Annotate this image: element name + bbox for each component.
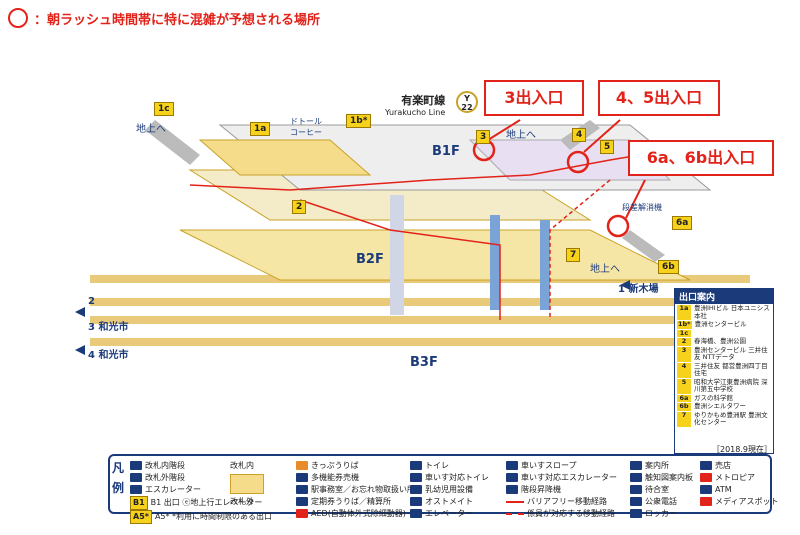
metropia-icon [700,473,712,482]
legend-col-facilities: きっぷうりば 多機能券売機 駅事務室／お忘れ物取扱い所 定期券うりば／精算所 A… [296,460,415,520]
station-office-icon [296,485,308,494]
exit-icon: B1 [130,496,148,510]
media-spot-icon [700,497,712,506]
legend-col-accessibility: 車いすスロープ 車いす対応エスカレーター 階段昇降機 バリアフリー移動経路 係員… [506,460,617,520]
info-desk-icon [630,461,642,470]
ground-label-mid: 地上へ [506,130,536,141]
congestion-legend-header: ：朝ラッシュ時間帯に特に混雑が予想される場所 [8,8,320,28]
legend-col-gates: 改札内 改札外 [230,460,264,508]
callout-exit-4-5: 4、5出入口 [598,80,720,116]
exit-tag-3: 3 [476,130,491,144]
step-lift-label: 段差解消機 [622,203,662,212]
shop-label-doutor: ドトール コーヒー [290,117,322,137]
exit-guide-title: 出口案内 [675,289,773,304]
ticket-machine-icon [296,473,308,482]
accessible-toilet-icon [410,473,422,482]
legend-col-shops: 売店 メトロピア ATM メディアスポット [700,460,778,508]
exit-tag-7: 7 [566,248,581,262]
ostomate-icon [410,497,422,506]
staff-route-icon [506,512,524,515]
locker-icon [630,509,642,518]
stair-lift-icon [506,485,518,494]
exit-tag-1a: 1a [250,122,271,136]
baby-care-icon [410,485,422,494]
direction-wakoshi-4: 4 和光市 [88,350,129,361]
limited-exit-icon: A5* [130,510,152,524]
guide-date: ［2018.9現在］ [712,445,772,454]
tactile-map-icon [630,473,642,482]
station-map-drawing [75,119,750,355]
callout-exit-3: 3出入口 [484,80,584,116]
waiting-room-icon [630,485,642,494]
barrier-free-route-icon [506,500,524,503]
floor-label-b2f: B2F [356,252,384,267]
kiosk-icon [700,461,712,470]
exit-tag-4: 4 [572,128,587,142]
legend-col-toilets: トイレ 車いす対応トイレ 乳幼児用設備 オストメイト エレベーター [410,460,489,520]
direction-shinkiba: 1 新木場 [618,284,659,295]
legend-col-info: 案内所 触知図案内板 待合室 公衆電話 ロッカー [630,460,693,520]
line-name-jp: 有楽町線 [401,94,446,107]
station-map: B1F B2F 1c 1a 1b* 2 3 4 5 6a 6b 7 地上へ 地上… [70,80,790,370]
exit-tag-2: 2 [292,200,307,214]
exit-tag-6a: 6a [672,216,693,230]
floor-label-b1f: B1F [432,144,460,159]
exit-guide-row: 1c [675,329,773,337]
ticket-icon [296,461,308,470]
wheelchair-slope-icon [506,461,518,470]
exit-tag-1b: 1b* [346,114,372,128]
exit-tag-6b: 6b [658,260,679,274]
line-badge-number: 22 [461,103,473,112]
yurakucho-line-badge: Y 22 [456,91,478,113]
exit-tag-1c: 1c [154,102,174,116]
floor-label-b3f: B3F [410,355,438,370]
aed-icon [296,509,308,518]
direction-wakoshi-3: 3 和光市 [88,322,129,333]
exit-tag-5: 5 [600,140,615,154]
callout-exit-6: 6a、6b出入口 [628,140,774,176]
line-name-en: Yurakucho Line [385,108,446,117]
commuter-pass-icon [296,497,308,506]
stairs-outside-icon [130,473,142,482]
stairs-inside-icon [130,461,142,470]
gate-area-icon [230,474,264,494]
direction-track-2: 2 [88,296,95,307]
red-circle-icon [8,8,28,28]
wheelchair-escalator-icon [506,473,518,482]
ground-label-right: 地上へ [590,264,620,275]
legend-box [108,454,772,514]
congestion-legend-text: ：朝ラッシュ時間帯に特に混雑が予想される場所 [34,12,321,28]
legend-title: 凡例 [112,461,125,495]
toilet-icon [410,461,422,470]
ground-label-left: 地上へ [136,124,166,135]
elevator-icon [410,509,422,518]
exit-guide-row: 1b*豊洲センタービル [677,320,747,329]
atm-icon [700,485,712,494]
phone-icon [630,497,642,506]
line-title: 有楽町線 Yurakucho Line [385,92,445,117]
escalator-icon [130,485,142,494]
line-badge-letter: Y [464,94,470,103]
